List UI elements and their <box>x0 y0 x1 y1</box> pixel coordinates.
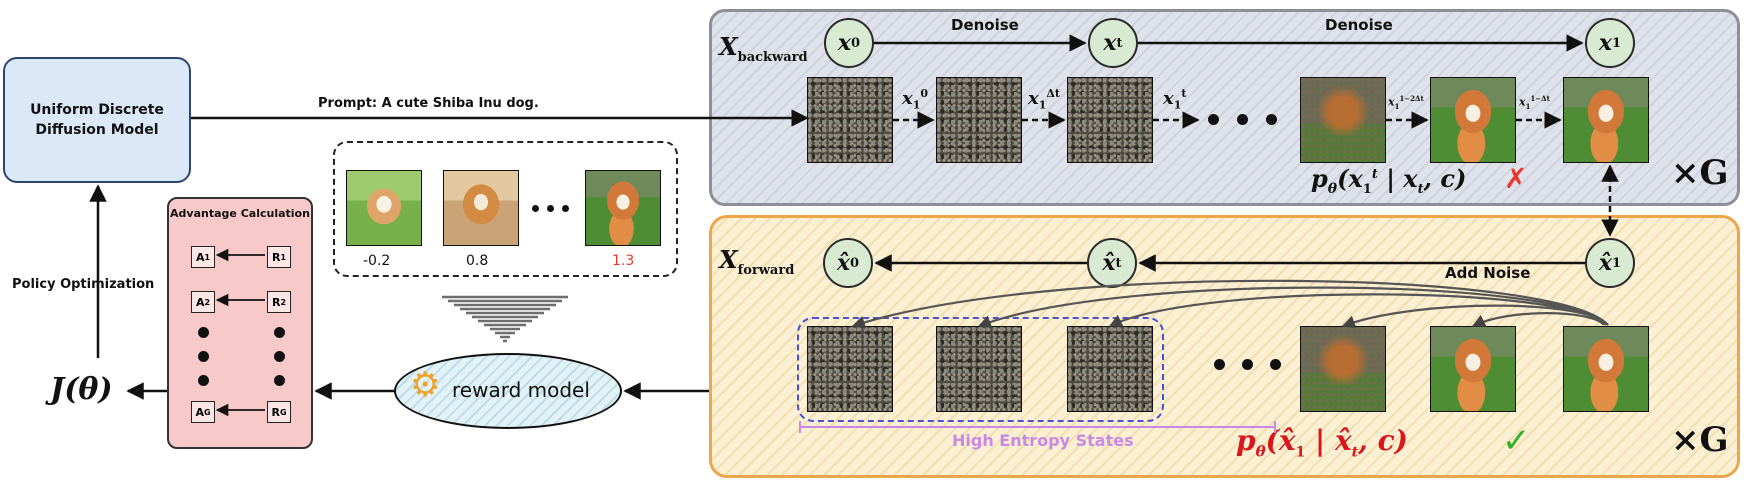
backward-state-3 <box>1067 77 1153 163</box>
objective-label: J(θ) <box>50 372 113 407</box>
backward-state-1 <box>807 77 893 163</box>
backward-state-4 <box>1300 77 1386 163</box>
forward-repeat-label: ×G <box>1671 420 1729 460</box>
forward-state-1 <box>807 326 893 412</box>
gear-icon: ⚙ <box>410 365 441 405</box>
step-label-1: x10 <box>902 87 929 112</box>
ellipsis-dot <box>562 205 569 212</box>
forward-likelihood-formula: pθ(x̂1 | x̂t, c) <box>1236 424 1408 461</box>
ellipsis-dot <box>1214 359 1225 370</box>
forward-node-xt: x̂t <box>1087 238 1137 288</box>
ellipsis-dot <box>1237 114 1248 125</box>
step-label-2: x1Δt <box>1028 87 1061 112</box>
advantage-title: Advantage Calculation <box>170 207 310 220</box>
ellipsis-dot <box>1270 359 1281 370</box>
ellipsis-dot <box>274 351 285 362</box>
ellipsis-dot <box>532 205 539 212</box>
backward-state-6 <box>1563 77 1649 163</box>
check-mark-icon: ✓ <box>1502 421 1531 461</box>
forward-state-5 <box>1430 326 1516 412</box>
reward-value-1: -0.2 <box>363 253 391 269</box>
ellipsis-dot <box>1242 359 1253 370</box>
add-noise-label: Add Noise <box>1445 264 1531 282</box>
ellipsis-dot <box>274 327 285 338</box>
ellipsis-dot <box>1208 114 1219 125</box>
diffusion-model-box: Uniform Discrete Diffusion Model <box>3 57 191 183</box>
step-label-3: x1t <box>1163 87 1187 112</box>
high-entropy-label: High Entropy States <box>952 431 1134 450</box>
model-title-line1: Uniform Discrete <box>30 102 164 118</box>
reward-value-2: 0.8 <box>466 253 489 269</box>
reward-model-ellipse <box>394 353 622 429</box>
forward-state-4 <box>1300 326 1386 412</box>
ellipsis-dot <box>1266 114 1277 125</box>
forward-state-2 <box>936 326 1022 412</box>
denoise-label-1: Denoise <box>951 16 1019 34</box>
sample-image-1 <box>346 170 422 246</box>
ellipsis-dot <box>274 375 285 386</box>
sample-image-2 <box>443 170 519 246</box>
forward-node-x1: x̂1 <box>1585 238 1635 288</box>
funnel-icon <box>442 295 568 343</box>
model-title-line2: Diffusion Model <box>35 122 159 138</box>
ellipsis-dot <box>547 205 554 212</box>
prompt-text: Prompt: A cute Shiba Inu dog. <box>318 96 539 111</box>
reward-model-label: reward model <box>452 378 590 402</box>
ellipsis-dot <box>198 351 209 362</box>
forward-state-3 <box>1067 326 1153 412</box>
backward-repeat-label: ×G <box>1671 153 1729 193</box>
cross-mark-icon: ✗ <box>1504 162 1528 195</box>
backward-likelihood-formula: pθ(x1t | xt, c) <box>1311 164 1467 197</box>
reward-value-3: 1.3 <box>612 253 635 269</box>
denoise-label-2: Denoise <box>1325 16 1393 34</box>
step-label-5: x11−Δt <box>1519 94 1550 111</box>
sample-image-3 <box>585 170 661 246</box>
ellipsis-dot <box>198 375 209 386</box>
forward-state-6 <box>1563 326 1649 412</box>
forward-node-x0: x̂0 <box>823 238 873 288</box>
ellipsis-dot <box>198 327 209 338</box>
forward-trajectory-label: Xforward <box>719 245 795 278</box>
backward-trajectory-label: Xbackward <box>719 32 808 65</box>
backward-state-5 <box>1430 77 1516 163</box>
step-label-4: x11−2Δt <box>1388 94 1424 111</box>
backward-state-2 <box>936 77 1022 163</box>
policy-optimization-label: Policy Optimization <box>12 277 155 292</box>
